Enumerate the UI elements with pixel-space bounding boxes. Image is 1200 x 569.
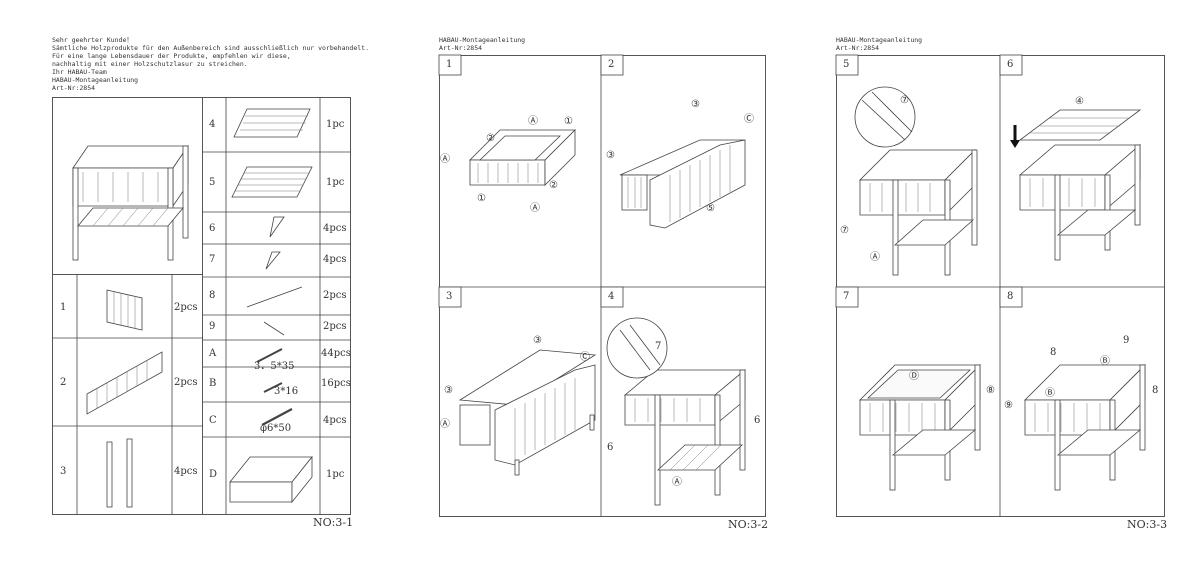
parts-list-right: 4 1pc 5 1pc 6 4pcs 7 4pcs 8 2pcs 9 2pcs …: [202, 97, 351, 515]
part-quantity: 2pcs: [323, 321, 347, 332]
callout-label: ①: [477, 193, 486, 204]
callout-label: ②: [486, 133, 495, 144]
part-quantity: 1pc: [326, 119, 345, 130]
part-quantity: 4pcs: [323, 223, 347, 234]
callout-label: ⑦: [900, 95, 909, 106]
manual-title: HABAU-Montageanleitung: [439, 36, 526, 44]
part-number: C: [209, 415, 217, 426]
part-quantity: 1pc: [326, 469, 345, 480]
part-number: 3: [60, 466, 67, 477]
part-quantity: 2pcs: [174, 302, 198, 313]
callout-label: ⑧: [986, 385, 995, 396]
steps-grid: [836, 55, 1165, 517]
callout-label: Ⓐ: [530, 203, 540, 214]
parts-right-grid: [202, 97, 351, 515]
overview-cell: [52, 97, 203, 275]
part-number: 1: [60, 302, 67, 313]
part-quantity: 2pcs: [323, 290, 347, 301]
step-number: 1: [446, 59, 453, 70]
callout-label: Ⓓ: [909, 371, 919, 382]
callout-label: Ⓑ: [1045, 388, 1055, 399]
callout-label: 7: [655, 341, 662, 352]
part-number: 2: [60, 377, 67, 388]
part-number: 6: [209, 223, 216, 234]
callout-label: ①: [564, 116, 573, 127]
step-number: 5: [843, 59, 850, 70]
callout-label: 6: [754, 415, 761, 426]
intro-line: Sehr geehrter Kunde！: [52, 36, 133, 44]
parts-list-left: 1 2pcs 2 2pcs 3 4pcs: [52, 274, 203, 515]
callout-label: ⑤: [706, 203, 715, 214]
parts-table-left: [52, 274, 203, 515]
screw-size-label: 3*16: [274, 386, 299, 397]
page-number: NO:3-1: [313, 516, 354, 529]
page-number: NO:3-3: [1127, 518, 1168, 531]
callout-label: ③: [606, 150, 615, 161]
callout-label: ③: [691, 99, 700, 110]
callout-label: ③: [444, 385, 453, 396]
callout-label: ②: [549, 180, 558, 191]
step-number: 2: [608, 59, 615, 70]
manual-title: HABAU-Montageanleitung: [836, 36, 923, 44]
manual-title: HABAU-Montageanleitung: [52, 76, 139, 84]
callout-label: Ⓒ: [580, 352, 590, 363]
intro-text: Sehr geehrter Kunde！ Sämtliche Holzprodu…: [52, 36, 369, 92]
part-number: D: [209, 469, 218, 480]
part-number: B: [209, 378, 217, 389]
part-quantity: 44pcs: [321, 348, 351, 359]
callout-label: Ⓐ: [672, 477, 682, 488]
callout-label: ⑦: [840, 225, 849, 236]
part-quantity: 1pc: [326, 177, 345, 188]
callout-label: Ⓐ: [440, 419, 450, 430]
callout-label: Ⓐ: [870, 252, 880, 263]
part-quantity: 16pcs: [321, 378, 351, 389]
callout-label: Ⓒ: [744, 114, 754, 125]
callout-label: 6: [607, 442, 614, 453]
article-number: Art-Nr:2854: [836, 44, 880, 52]
intro-line: nachhaltig mit einer Holzschutzlasur zu …: [52, 60, 248, 68]
part-number: 5: [209, 177, 216, 188]
step-number: 6: [1007, 59, 1014, 70]
planter-illustration: [72, 144, 189, 261]
callout-label: 8: [1050, 347, 1057, 358]
bolt-size-label: φ6*50: [260, 423, 292, 434]
step-number: 3: [446, 291, 453, 302]
part-quantity: 4pcs: [323, 415, 347, 426]
part-quantity: 4pcs: [323, 254, 347, 265]
step-number: 8: [1007, 291, 1014, 302]
part-quantity: 2pcs: [174, 377, 198, 388]
step-number: 4: [608, 291, 615, 302]
callout-label: ③: [533, 335, 542, 346]
callout-label: 9: [1123, 335, 1130, 346]
callout-label: ⑨: [1004, 400, 1013, 411]
intro-line: Sämtliche Holzprodukte für den Außenbere…: [52, 44, 369, 52]
part-number: 4: [209, 119, 216, 130]
steps-grid: [439, 55, 766, 517]
callout-label: ④: [1075, 96, 1084, 107]
callout-label: Ⓐ: [528, 116, 538, 127]
part-number: A: [209, 348, 217, 359]
callout-label: Ⓐ: [440, 154, 450, 165]
article-number: Art-Nr:2854: [439, 44, 483, 52]
part-quantity: 4pcs: [174, 466, 198, 477]
screw-size-label: 3．5*35: [254, 361, 295, 372]
page-header: HABAU-Montageanleitung Art-Nr:2854: [439, 36, 525, 52]
part-number: 8: [209, 290, 216, 301]
intro-line: Ihr HABAU-Team: [52, 68, 107, 76]
part-number: 9: [209, 321, 216, 332]
parts-left-grid: [52, 274, 203, 515]
step-number: 7: [843, 291, 850, 302]
intro-line: Für eine lange Lebensdauer der Produkte,…: [52, 52, 291, 60]
callout-label: Ⓑ: [1100, 356, 1110, 367]
article-number: Art-Nr:2854: [52, 84, 96, 92]
page-number: NO:3-2: [728, 518, 769, 531]
part-number: 7: [209, 254, 216, 265]
callout-label: 8: [1152, 385, 1159, 396]
page-header: HABAU-Montageanleitung Art-Nr:2854: [836, 36, 922, 52]
